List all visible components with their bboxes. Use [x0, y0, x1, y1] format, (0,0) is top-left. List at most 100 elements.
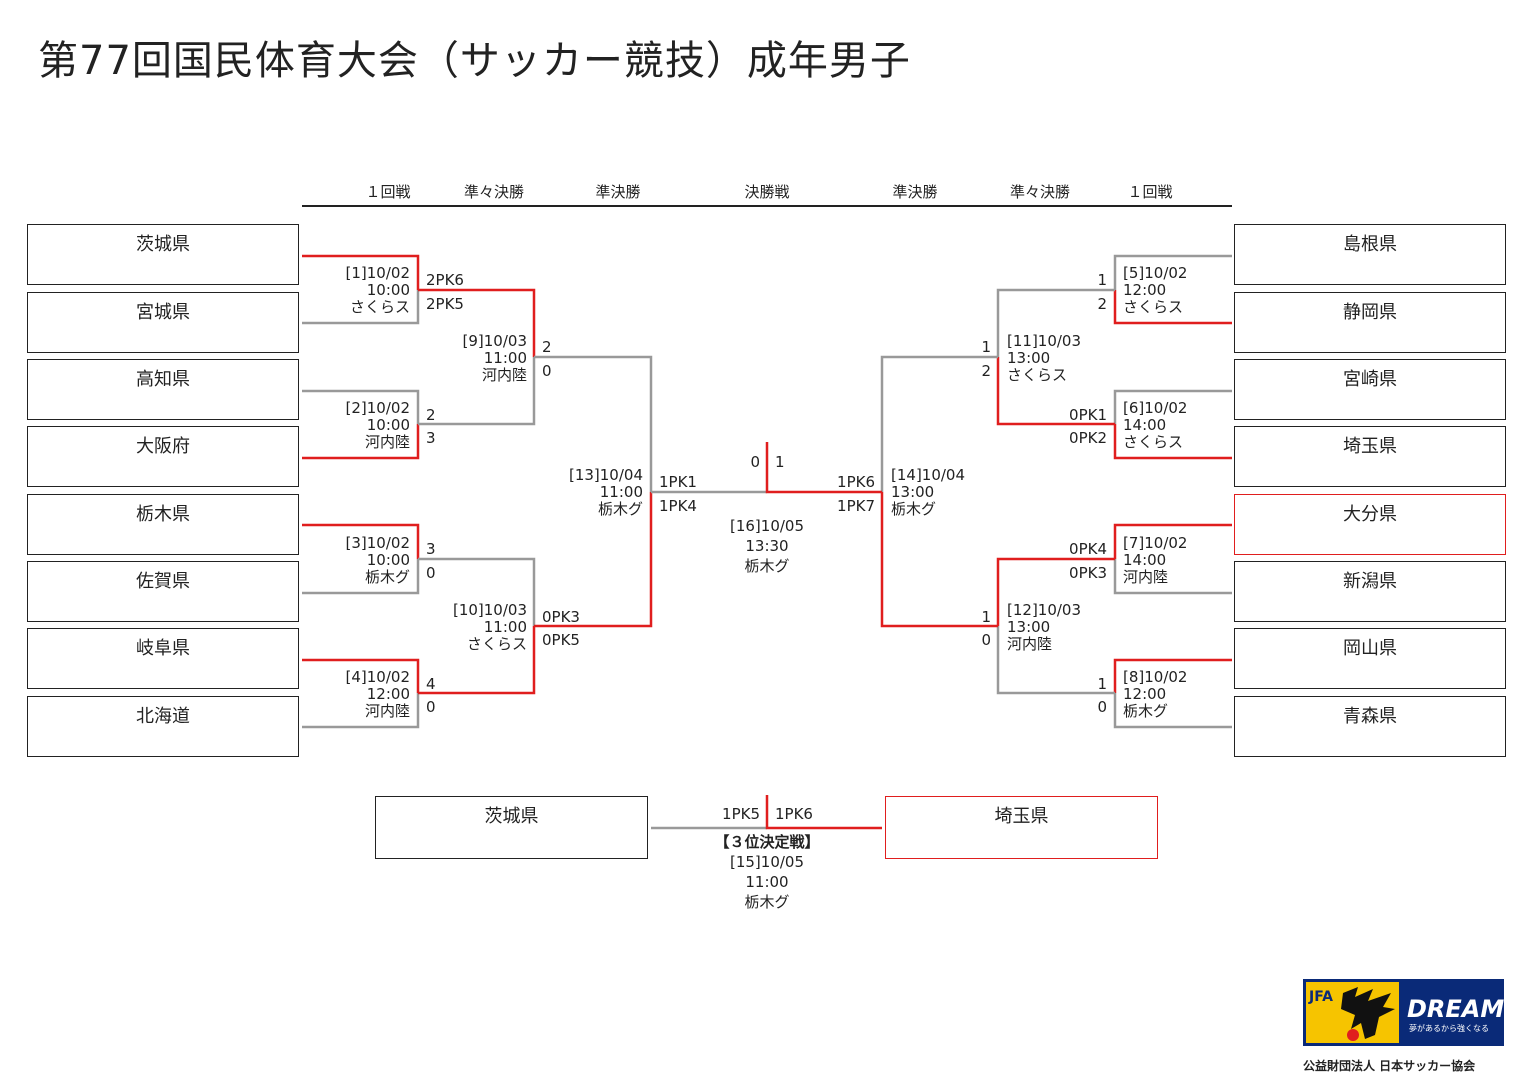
team-box-left-7: 岐阜県 [27, 628, 299, 689]
score-m10-bottom: 0PK5 [542, 631, 580, 649]
score-m11-top: 1 [981, 338, 991, 356]
score-m8-top: 1 [1097, 675, 1107, 693]
match-number: [12]10/03 [1007, 601, 1082, 619]
match-time: 13:00 [891, 483, 935, 501]
match-number: [13]10/04 [568, 466, 643, 484]
team-box-left-6: 佐賀県 [27, 561, 299, 622]
team-box-right-6: 新潟県 [1234, 561, 1506, 622]
match-time: 14:00 [1123, 416, 1167, 434]
match-venue: 栃木グ [744, 557, 790, 575]
match-info-m3: [3]10/02 10:00 栃木グ [346, 535, 410, 586]
line-m10-bottom [418, 626, 536, 695]
match-venue: 栃木グ [364, 568, 410, 586]
jfa-caption: 公益財団法人 日本サッカー協会 [1303, 1059, 1476, 1073]
match-venue: 河内陸 [364, 702, 410, 720]
third-place-team-right: 埼玉県 [885, 796, 1158, 859]
line-m9-bottom [418, 357, 536, 426]
match-number: [9]10/03 [462, 332, 527, 350]
round-header-r1-left: １回戦 [365, 183, 411, 201]
score-m6-bottom: 0PK2 [1069, 429, 1107, 447]
match-time: 14:00 [1123, 551, 1167, 569]
match-info-m16: [16]10/05 13:30 栃木グ [707, 518, 827, 575]
score-m12-top: 1 [981, 608, 991, 626]
line-m2-bottom [302, 424, 420, 460]
score-m3-top: 3 [426, 540, 436, 558]
score-m14-top: 1PK6 [837, 473, 875, 491]
match-info-m2: [2]10/02 10:00 河内陸 [346, 400, 410, 451]
score-m1-top: 2PK6 [426, 271, 464, 289]
match-info-m4: [4]10/02 12:00 河内陸 [346, 669, 410, 720]
line-m2-top [302, 389, 420, 424]
line-m3-top [302, 523, 420, 559]
match-time: 10:00 [366, 551, 410, 569]
score-m10-top: 0PK3 [542, 608, 580, 626]
match-venue: 栃木グ [891, 500, 937, 518]
score-m14-bottom: 1PK7 [837, 497, 875, 515]
line-m4-top [302, 658, 420, 693]
match-time: 10:00 [366, 281, 410, 299]
match-number: [8]10/02 [1123, 668, 1188, 686]
score-m7-top: 0PK4 [1069, 540, 1107, 558]
team-box-left-5: 栃木県 [27, 494, 299, 555]
score-m7-bottom: 0PK3 [1069, 564, 1107, 582]
score-m5-top: 1 [1097, 271, 1107, 289]
match-time: 11:00 [745, 873, 789, 891]
line-m6-top [1113, 389, 1232, 424]
third-place-info: 【３位決定戦】 [15]10/05 11:00 栃木グ [697, 834, 837, 911]
score-final-right: 1 [775, 453, 785, 471]
match-time: 12:00 [366, 685, 410, 703]
match-venue: 栃木グ [597, 500, 643, 518]
team-box-right-5: 大分県 [1234, 494, 1506, 555]
round-header-qf-left: 準々決勝 [463, 183, 525, 201]
team-box-right-1: 島根県 [1234, 224, 1506, 285]
match-time: 13:00 [1007, 349, 1051, 367]
match-venue: 河内陸 [1007, 635, 1053, 653]
match-info-m10: [10]10/03 11:00 さくらス [453, 602, 527, 653]
match-info-m1: [1]10/02 10:00 さくらス [346, 265, 410, 316]
match-venue: 河内陸 [1123, 568, 1169, 586]
line-final-right [765, 442, 882, 494]
match-number: [14]10/04 [891, 466, 966, 484]
jfa-text: JFA [1308, 989, 1333, 1005]
line-m6-bottom [1113, 424, 1232, 460]
line-m14-bottom [880, 492, 998, 628]
match-time: 12:00 [1123, 281, 1167, 299]
round-header-final: 決勝戦 [744, 183, 790, 201]
match-venue: 河内陸 [364, 433, 410, 451]
match-venue: 栃木グ [1123, 702, 1169, 720]
line-m14-top [880, 355, 998, 492]
score-m13-bottom: 1PK4 [659, 497, 697, 515]
team-box-right-7: 岡山県 [1234, 628, 1506, 689]
team-box-right-2: 静岡県 [1234, 292, 1506, 353]
match-info-m5: [5]10/02 12:00 さくらス [1123, 265, 1187, 316]
line-m12-bottom [996, 626, 1115, 695]
line-m9-top [418, 288, 536, 357]
match-venue: さくらス [1123, 433, 1184, 451]
team-box-left-3: 高知県 [27, 359, 299, 420]
score-final-left: 0 [750, 453, 760, 471]
score-m6-top: 0PK1 [1069, 406, 1107, 424]
round-header-sf-right: 準決勝 [892, 183, 938, 201]
jfa-dream-logo: JFA DREAM 夢があるから強くなる [1303, 979, 1504, 1046]
match-number: [15]10/05 [729, 853, 805, 871]
match-time: 11:00 [483, 618, 527, 636]
score-m9-bottom: 0 [542, 362, 552, 380]
round-header-qf-right: 準々決勝 [1009, 183, 1071, 201]
match-number: [3]10/02 [345, 534, 410, 552]
line-m8-bottom [1113, 693, 1232, 729]
line-m7-bottom [1113, 559, 1232, 595]
score-m3-bottom: 0 [426, 564, 436, 582]
score-third-left: 1PK5 [722, 805, 760, 823]
line-m13-bottom [534, 492, 653, 628]
line-m13-top [534, 355, 653, 492]
match-venue: 河内陸 [481, 366, 527, 384]
line-m1-bottom [302, 290, 420, 325]
match-number: [1]10/02 [345, 264, 410, 282]
score-m12-bottom: 0 [981, 631, 991, 649]
line-m4-bottom [302, 693, 420, 729]
match-time: 12:00 [1123, 685, 1167, 703]
match-info-m9: [9]10/03 11:00 河内陸 [463, 333, 527, 384]
match-venue: さくらス [466, 635, 527, 653]
tagline-text: 夢があるから強くなる [1409, 1023, 1489, 1033]
